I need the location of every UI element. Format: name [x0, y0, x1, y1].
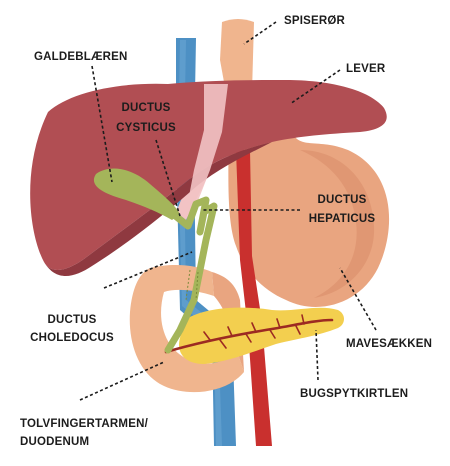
label-tolvfingertarmen-line2: DUODENUM: [20, 436, 89, 448]
label-ductus-choledocus-line2: CHOLEDOCUS: [30, 332, 114, 344]
label-lever: LEVER: [346, 63, 386, 75]
pancreatic-duct-branches: [203, 314, 305, 349]
bile-ducts: [164, 196, 218, 354]
leader-ductus-cysticus: [155, 139, 181, 217]
label-galdeblaeren: GALDEBLÆREN: [34, 51, 128, 63]
label-ductus-hepaticus-line1: DUCTUS: [317, 194, 366, 206]
artery-shape: [236, 150, 272, 446]
leader-mavesaekken: [339, 267, 377, 331]
stomach-shading: [300, 150, 375, 298]
stomach-shape: [228, 100, 390, 307]
leader-bugspytkirtlen: [315, 329, 319, 381]
label-spiseroer: SPISERØR: [284, 15, 346, 27]
leader-ductus-choledocus: [103, 251, 193, 289]
leader-lever: [289, 69, 341, 105]
label-bugspytkirtlen: BUGSPYTKIRTLEN: [300, 388, 408, 400]
label-ductus-cysticus-line2: CYSTICUS: [116, 122, 176, 134]
common-bile-duct-dotted: [185, 269, 199, 301]
label-ductus-hepaticus-line2: HEPATICUS: [309, 213, 376, 225]
label-mavesaekken: MAVESÆKKEN: [346, 338, 432, 350]
duodenum-shape: [129, 265, 244, 393]
liver-pale-ligament: [186, 84, 228, 212]
label-tolvfingertarmen-line1: TOLVFINGERTARMEN/: [20, 418, 149, 430]
leader-spiseroer: [243, 21, 277, 45]
pancreatic-duct: [164, 318, 334, 354]
label-ductus-cysticus-line1: DUCTUS: [121, 102, 170, 114]
leader-tolvfingertarmen: [79, 361, 165, 401]
gallbladder-shape: [93, 168, 180, 220]
liver-shape: [30, 80, 387, 270]
vein-highlight: [178, 40, 222, 446]
label-ductus-choledocus-line1: DUCTUS: [47, 314, 96, 326]
